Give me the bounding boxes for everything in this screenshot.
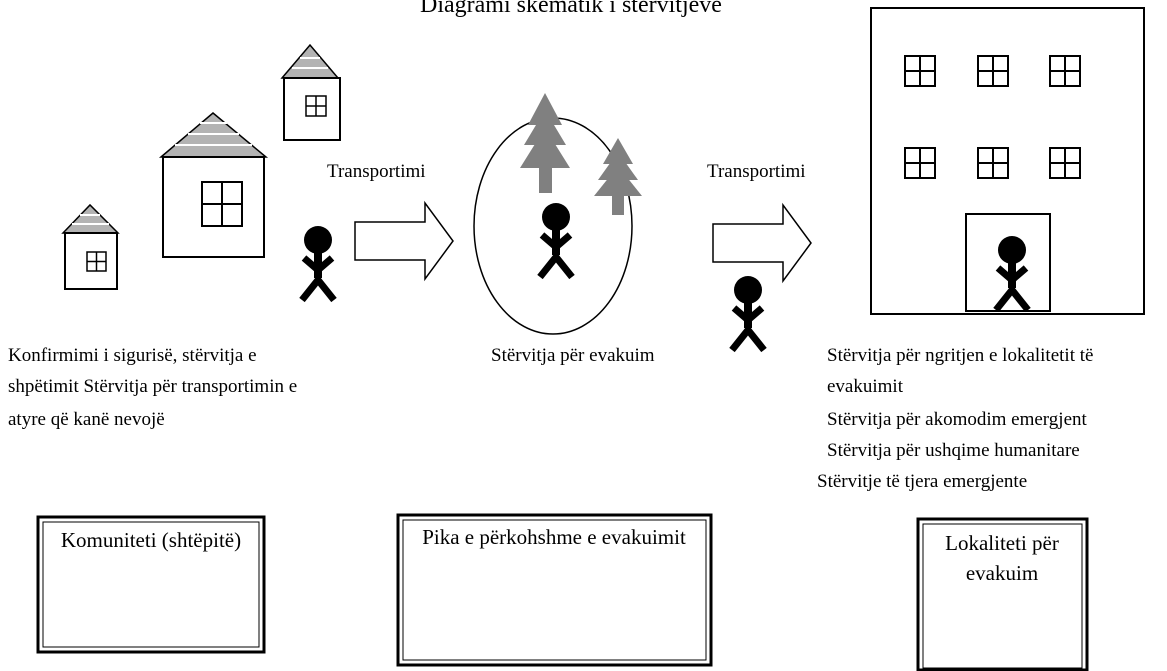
window-icon [1049, 147, 1081, 179]
transport-label: Transportimi [707, 161, 806, 182]
house-icon-top [280, 43, 341, 141]
box-frame-temporary-point [396, 513, 713, 667]
right-arrow-icon [354, 200, 454, 282]
caption-line: Konfirmimi i sigurisë, stërvitja e [8, 345, 257, 366]
caption-line: shpëtimit Stërvitja për transportimin e [8, 376, 298, 397]
window-icon [1049, 55, 1081, 87]
person-icon [302, 226, 334, 300]
caption-line: Stërvitja për ushqime humanitare [827, 440, 1080, 461]
right-arrow-icon [712, 202, 812, 284]
temporary-point-box-label: Pika e përkohshme e evakuimit [422, 525, 686, 549]
caption-line: evakuimit [827, 376, 903, 397]
window-icon [977, 147, 1009, 179]
transport-label: Transportimi [327, 161, 426, 182]
diagram-title: Diagrami skematik i stërvitjeve [420, 0, 722, 18]
box-frame-community [36, 515, 266, 654]
box-frame-facility [916, 517, 1089, 671]
evacuation-drill-caption: Stërvitja për evakuim [491, 345, 655, 366]
caption-line: Stërvitja për akomodim emergjent [827, 409, 1087, 430]
house-icon-large [158, 112, 269, 258]
house-icon-small [61, 203, 120, 290]
community-box-label: Komuniteti (shtëpitë) [60, 528, 242, 552]
window-icon [977, 55, 1009, 87]
facility-box-label: Lokaliteti për evakuim [945, 531, 1059, 585]
person-icon [732, 276, 764, 350]
caption-line: atyre që kanë nevojë [8, 409, 165, 430]
caption-line: Stërvitje të tjera emergjente [817, 471, 1028, 492]
building-icon [870, 7, 1145, 315]
tree-icon-large [520, 93, 570, 193]
tree-icon-small [594, 138, 642, 215]
caption-line: Stërvitja për ngritjen e lokalitetit të [827, 345, 1094, 366]
window-icon [904, 147, 936, 179]
window-icon [904, 55, 936, 87]
